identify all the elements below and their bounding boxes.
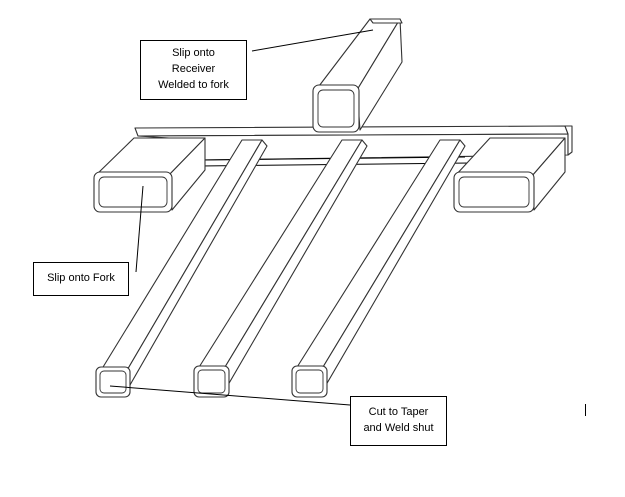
callout-fork-line-1: Slip onto Fork (47, 272, 115, 285)
tine-1 (95, 139, 268, 398)
callout-cut-to-taper: Cut to Taper and Weld shut (350, 396, 447, 446)
callout-receiver-line-1: Slip onto (172, 47, 215, 60)
callout-receiver-line-2: Receiver (171, 63, 216, 76)
leader-taper (109, 385, 351, 406)
leader-fork (135, 185, 144, 273)
callout-taper-line-1: Cut to Taper (368, 406, 429, 419)
callout-slip-onto-receiver: Slip onto Receiver Welded to fork (140, 40, 247, 100)
callout-receiver-line-3: Welded to fork (158, 78, 229, 91)
text-cursor (585, 404, 586, 416)
tine-2 (193, 139, 368, 398)
right-fork-sleeve (453, 137, 566, 213)
tine-3 (291, 139, 466, 398)
callout-slip-onto-fork: Slip onto Fork (33, 262, 129, 296)
left-fork-sleeve (93, 137, 206, 213)
callout-taper-line-2: and Weld shut (363, 422, 434, 434)
receiver-tube (312, 18, 403, 133)
leader-receiver (251, 29, 374, 52)
